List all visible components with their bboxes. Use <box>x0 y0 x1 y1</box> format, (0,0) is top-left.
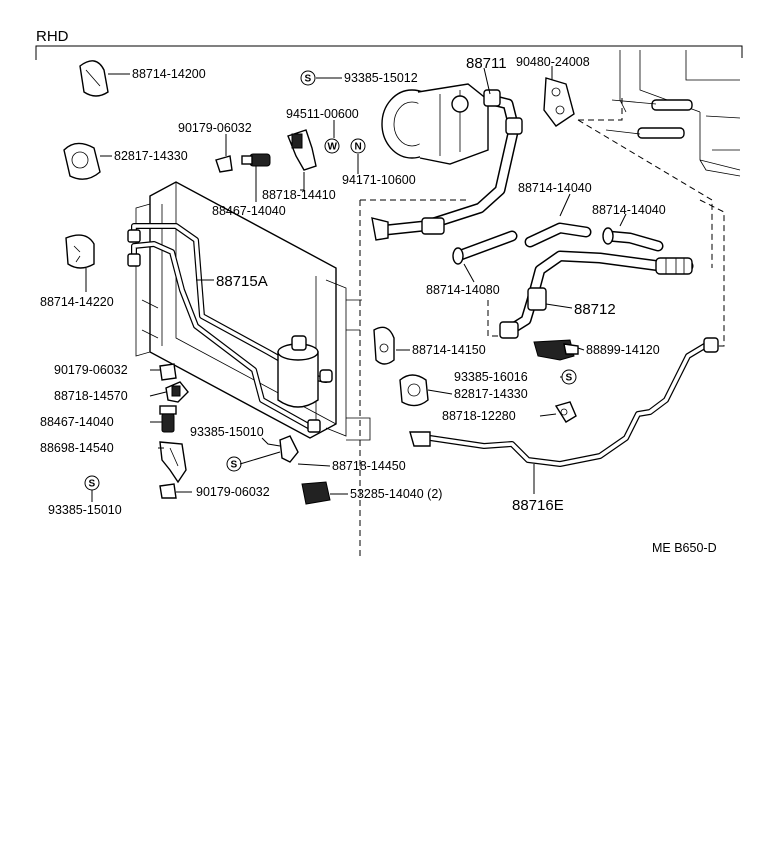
part-shape-88467-14040-bottom <box>159 405 177 433</box>
label-93385-16016: 93385-16016 <box>454 370 528 384</box>
hose-88714-14040-a <box>524 222 592 248</box>
svg-text:N: N <box>355 142 362 153</box>
svg-text:S: S <box>89 479 96 490</box>
part-shape-90480-24008 <box>543 77 575 127</box>
header-title: RHD <box>36 28 69 45</box>
engine-bay-sketch <box>605 50 741 177</box>
hose-88712 <box>499 250 694 339</box>
part-shape-90179-06032-bottom <box>159 483 177 499</box>
label-82817-14330-right: 82817-14330 <box>454 387 528 401</box>
label-88718-14570: 88718-14570 <box>54 389 128 403</box>
label-88712: 88712 <box>574 301 616 318</box>
label-90179-06032-mid: 90179-06032 <box>54 363 128 377</box>
symbol-s-93385-15010-bottom: S <box>84 475 100 491</box>
part-shape-88714-14150 <box>373 326 395 365</box>
label-88714-14150: 88714-14150 <box>412 343 486 357</box>
label-94511-00600: 94511-00600 <box>286 107 359 121</box>
label-88698-14540: 88698-14540 <box>40 441 114 455</box>
part-shape-82817-14330-right <box>399 374 429 407</box>
part-shape-90179-06032-top <box>215 155 233 173</box>
label-88467-14040-top: 88467-14040 <box>212 204 286 218</box>
symbol-s-93385-15010-mid: S <box>226 456 242 472</box>
label-94171-10600: 94171-10600 <box>342 173 416 187</box>
label-53285-14040: 53285-14040 (2) <box>350 487 442 501</box>
svg-text:S: S <box>566 373 573 384</box>
label-88716E: 88716E <box>512 497 564 514</box>
hose-88716E <box>409 337 719 467</box>
symbol-s-93385-15012: S <box>300 70 316 86</box>
label-88715A: 88715A <box>216 273 268 290</box>
label-88714-14220: 88714-14220 <box>40 295 114 309</box>
label-88718-14410: 88718-14410 <box>262 188 336 202</box>
hose-88714-14040-b <box>602 227 664 252</box>
label-88711: 88711 <box>466 55 507 72</box>
symbol-s-93385-16016: S <box>561 369 577 385</box>
symbol-w-94511-00600: W <box>324 138 340 154</box>
symbol-n-94171-10600: N <box>350 138 366 154</box>
label-88718-12280: 88718-12280 <box>442 409 516 423</box>
dashed-region-lower <box>487 300 500 337</box>
hose-88711 <box>371 89 523 241</box>
part-shape-82817-14330-left <box>63 142 101 180</box>
label-90179-06032-bottom: 90179-06032 <box>196 485 270 499</box>
part-shape-88714-14220 <box>65 234 95 269</box>
part-shape-88467-14040-top <box>241 153 271 167</box>
label-93385-15010-bottom: 93385-15010 <box>48 503 122 517</box>
part-shape-90179-06032-mid <box>159 363 177 381</box>
part-shape-88718-14410 <box>287 129 317 171</box>
dashed-region-upper <box>359 199 468 560</box>
frame-bracket <box>35 45 743 60</box>
label-93385-15010-mid: 93385-15010 <box>190 425 264 439</box>
hose-88714-14080 <box>452 230 518 265</box>
label-88714-14080: 88714-14080 <box>426 283 500 297</box>
svg-text:W: W <box>328 142 338 153</box>
part-shape-88718-14450 <box>279 435 299 463</box>
leader-lines <box>85 66 627 502</box>
label-88718-14450: 88718-14450 <box>332 459 406 473</box>
svg-text:S: S <box>305 74 312 85</box>
svg-text:S: S <box>231 460 238 471</box>
label-90179-06032-top: 90179-06032 <box>178 121 252 135</box>
part-shape-88698-14540 <box>159 441 187 484</box>
label-88714-14200: 88714-14200 <box>132 67 206 81</box>
part-shape-88714-14200 <box>79 60 109 97</box>
label-82817-14330-left: 82817-14330 <box>114 149 188 163</box>
label-88899-14120: 88899-14120 <box>586 343 660 357</box>
part-shape-88899-14120 <box>533 339 579 361</box>
compressor <box>381 83 489 165</box>
diagram-code: ME B650-D <box>652 541 717 555</box>
part-shape-88718-12280 <box>554 401 577 423</box>
receiver-drier <box>277 335 333 408</box>
label-93385-15012: 93385-15012 <box>344 71 418 85</box>
label-88714-14040-a: 88714-14040 <box>518 181 592 195</box>
label-90480-24008: 90480-24008 <box>516 55 590 69</box>
label-88467-14040-bottom: 88467-14040 <box>40 415 114 429</box>
part-shape-88718-14570 <box>165 381 189 403</box>
label-88714-14040-b: 88714-14040 <box>592 203 666 217</box>
part-shape-53285-14040 <box>301 481 331 505</box>
